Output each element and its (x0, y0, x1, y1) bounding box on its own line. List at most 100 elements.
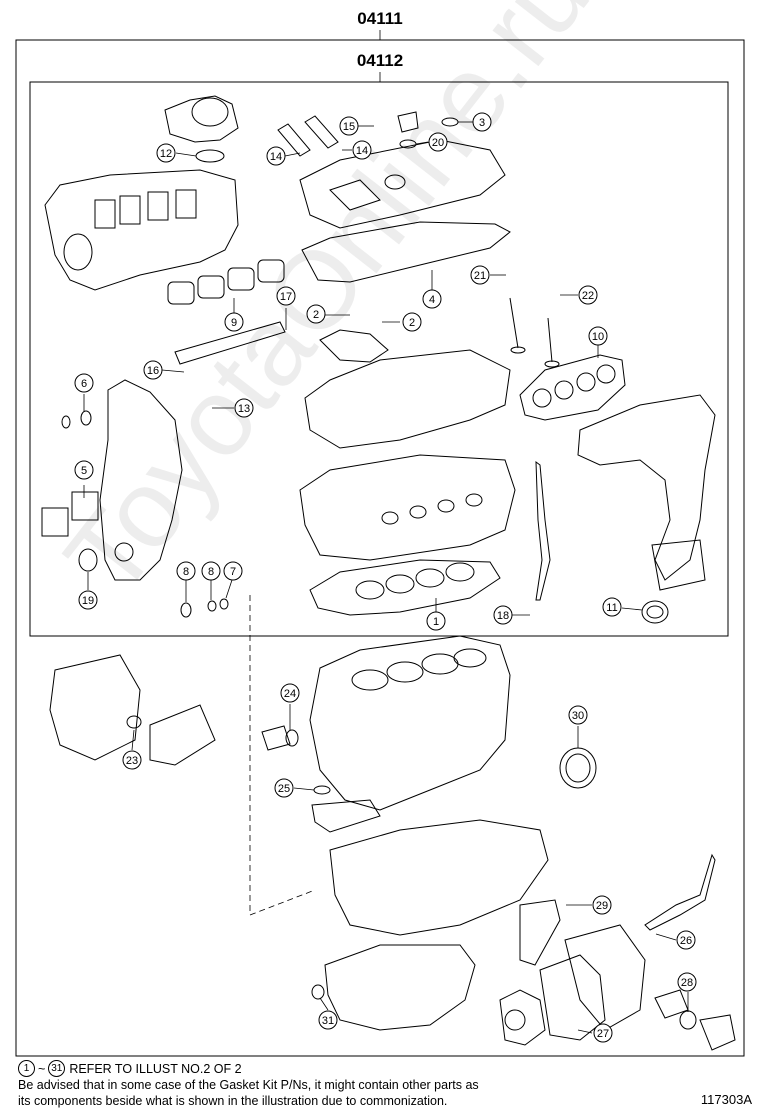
callout-number: 21 (474, 270, 486, 282)
callout-number: 31 (322, 1015, 334, 1027)
callout-number: 30 (572, 710, 584, 722)
timing-cover-oil-seal-part (78, 548, 98, 572)
callout: 30 (568, 705, 588, 725)
callout: 21 (470, 265, 490, 285)
callout: 8 (201, 561, 221, 581)
callout-number: 2 (313, 309, 319, 321)
water-pump-part (499, 924, 646, 1046)
callout: 14 (352, 140, 372, 160)
callout-number: 23 (126, 755, 138, 767)
oil-pan-upper-part (329, 819, 549, 936)
o-ring-part (61, 410, 229, 618)
callout: 23 (122, 750, 142, 770)
cylinder-head-gasket-part (309, 559, 501, 616)
kit-number-inner: 04112 (357, 51, 403, 70)
engine-mount-bracket-part (519, 899, 561, 966)
callout-number: 13 (238, 403, 250, 415)
callout: 8 (176, 561, 196, 581)
ignition-coil-part (277, 115, 339, 157)
callout: 3 (472, 112, 492, 132)
callout: 4 (422, 289, 442, 309)
callout: 15 (339, 116, 359, 136)
callout: 18 (493, 605, 513, 625)
callout: 24 (280, 683, 300, 703)
callout-number: 28 (681, 977, 693, 989)
reference-text: REFER TO ILLUST NO.2 OF 2 (69, 1061, 242, 1076)
callout: 26 (676, 930, 696, 950)
dashed-reference-line (249, 595, 316, 916)
callout: 7 (223, 561, 243, 581)
drain-plug-gasket-part (311, 984, 325, 1000)
callout: 5 (74, 460, 94, 480)
callout-number: 3 (479, 117, 485, 129)
callout: 29 (592, 895, 612, 915)
callout-number: 29 (596, 900, 608, 912)
note-line-2: its components beside what is shown in t… (18, 1094, 448, 1108)
callout-number: 8 (208, 566, 214, 578)
callout-number: 14 (356, 145, 368, 157)
callout-number: 25 (278, 783, 290, 795)
callout: 13 (234, 398, 254, 418)
timing-chain-cover-part (99, 379, 183, 581)
leader-lines (83, 121, 689, 1034)
callout: 28 (677, 972, 697, 992)
callout-number: 8 (183, 566, 189, 578)
callout-number: 14 (270, 151, 282, 163)
cylinder-head-part (299, 454, 516, 561)
range-start-callout: 1 (18, 1060, 35, 1077)
callout-number: 16 (147, 365, 159, 377)
callout: 14 (266, 146, 286, 166)
drawing-code: 117303A (700, 1092, 752, 1107)
camshaft-housing-part (304, 329, 511, 449)
cylinder-head-cover-part (299, 139, 506, 229)
callout: 12 (156, 143, 176, 163)
callout: 31 (318, 1010, 338, 1030)
range-separator: ~ (38, 1061, 46, 1076)
range-end-callout: 31 (48, 1060, 66, 1077)
valve-part (509, 297, 560, 368)
callout: 27 (593, 1023, 613, 1043)
callout: 16 (143, 360, 163, 380)
callout-number: 15 (343, 121, 355, 133)
callout: 25 (274, 778, 294, 798)
cylinder-block-part (309, 635, 511, 811)
callout: 6 (74, 373, 94, 393)
rear-oil-seal-part (559, 747, 597, 789)
callout-number: 6 (81, 378, 87, 390)
note-line-1: Be advised that in some case of the Gask… (18, 1078, 479, 1092)
callout: 11 (602, 597, 622, 617)
reference-line: 1 ~ 31 REFER TO ILLUST NO.2 OF 2 (18, 1060, 748, 1077)
callout: 2 (402, 312, 422, 332)
callout-number: 9 (231, 317, 237, 329)
oil-strainer-part (311, 785, 381, 833)
water-pump-cover-part (49, 654, 216, 766)
water-inlet-part (654, 989, 736, 1051)
callout-number: 27 (597, 1028, 609, 1040)
exhaust-manifold-part (577, 394, 716, 591)
callout: 20 (428, 132, 448, 152)
callout-number: 17 (280, 291, 292, 303)
oil-level-gauge-guide-part (535, 460, 551, 601)
callout-number: 11 (606, 602, 617, 614)
callout: 19 (78, 590, 98, 610)
head-cover-gasket-part (301, 221, 511, 283)
callout-number: 1 (433, 616, 439, 628)
callout-number: 20 (432, 137, 444, 149)
callout-number: 22 (582, 290, 594, 302)
callout: 17 (276, 286, 296, 306)
callout-number: 4 (429, 294, 435, 306)
footer-note: 1 ~ 31 REFER TO ILLUST NO.2 OF 2 Be advi… (18, 1060, 748, 1109)
callout: 1 (426, 611, 446, 631)
crankshaft-oil-seal-part (641, 600, 669, 624)
callout-number: 10 (592, 331, 604, 343)
throttle-body-part (164, 95, 239, 143)
fuel-delivery-pipe-part (174, 321, 286, 365)
exhaust-manifold-gasket-part (519, 354, 626, 421)
callout-number: 19 (82, 595, 94, 607)
knock-sensor-part (261, 725, 299, 751)
callout: 2 (306, 304, 326, 324)
callout-number: 18 (497, 610, 509, 622)
callout: 22 (578, 285, 598, 305)
outer-kit-frame (15, 39, 745, 1057)
